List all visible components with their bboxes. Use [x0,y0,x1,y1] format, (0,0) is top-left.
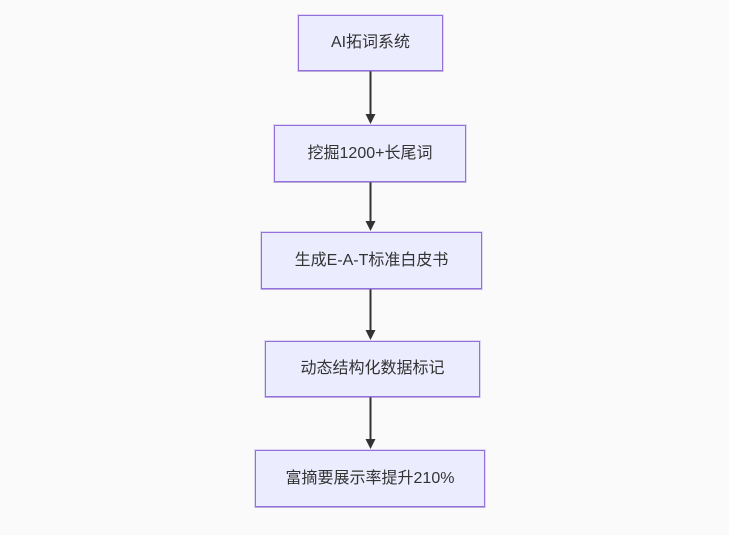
flow-node-label: 动态结构化数据标记 [300,360,445,377]
flow-arrow-a-to-b [365,71,376,124]
flow-node-eat-whitepaper: 生成E-A-T标准白皮书 [261,232,482,289]
flow-node-label: 挖掘1200+长尾词 [307,144,433,162]
flow-arrow-d-to-e [365,397,376,449]
flow-arrow-c-to-d [365,289,376,340]
flow-node-ai-expansion-system: AI拓词系统 [298,15,443,71]
flow-node-rich-snippet-result: 富摘要展示率提升210% [255,450,485,507]
flow-node-longtail-mining: 挖掘1200+长尾词 [274,125,466,182]
flow-node-label: 生成E-A-T标准白皮书 [294,251,449,269]
flow-node-label: 富摘要展示率提升210% [285,469,455,487]
flow-node-structured-data-markup: 动态结构化数据标记 [265,341,480,397]
flow-node-label: AI拓词系统 [330,34,411,51]
flow-arrow-b-to-c [365,182,376,231]
